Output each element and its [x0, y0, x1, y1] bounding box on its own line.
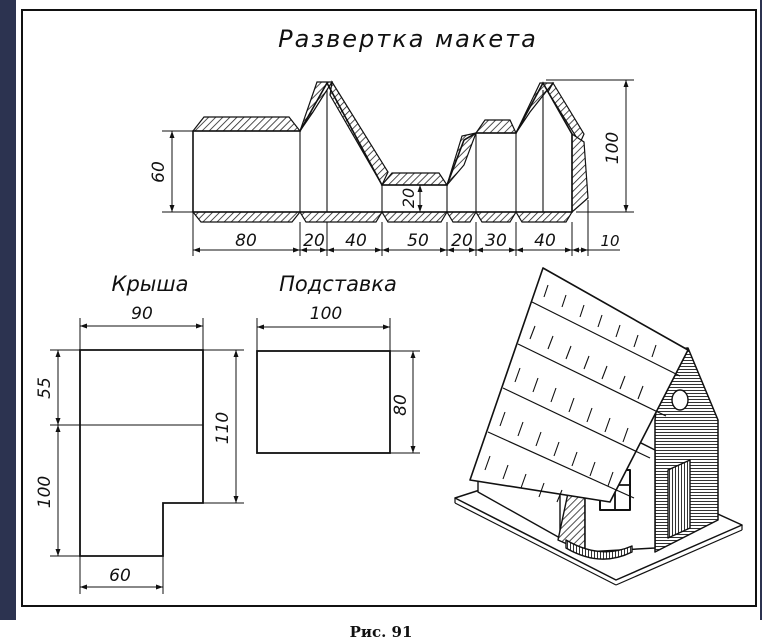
house-illustration	[454, 267, 743, 586]
flap-bottom-1	[191, 211, 302, 223]
net-title: Развертка макета	[278, 25, 538, 53]
figure-caption: Рис. 91	[350, 623, 413, 641]
dim-roof-110-text: 110	[213, 412, 233, 444]
house-net: 60 100 20	[149, 79, 634, 256]
roof-part: Крыша 90 55 100 110	[35, 272, 244, 594]
flap-bottom-5	[474, 211, 518, 223]
flap-top-3	[380, 172, 449, 186]
gable-round-window	[671, 389, 689, 411]
dim-80: 80	[235, 231, 257, 251]
dim-roof-60-text: 60	[109, 566, 131, 586]
roof-shingle-marks	[484, 284, 657, 503]
house-roof	[469, 267, 689, 503]
porch-steps	[565, 539, 633, 560]
dim-40b: 40	[534, 231, 556, 251]
svg-text:100: 100	[603, 132, 623, 164]
caption-strip	[0, 620, 762, 644]
flap-bottom-3	[380, 211, 449, 223]
net-bottom-dimensions: 80 20 40 50 20 30 40 10	[192, 200, 620, 256]
dim-roof-left	[50, 349, 80, 557]
dim-100: 100	[546, 79, 634, 213]
stand-label: Подставка	[279, 272, 397, 296]
net-glue-flaps	[191, 80, 589, 223]
dim-roof-90-text: 90	[131, 304, 153, 324]
house-door	[667, 459, 691, 539]
svg-text:60: 60	[149, 161, 169, 183]
dim-10: 10	[600, 232, 619, 250]
svg-text:20: 20	[399, 188, 418, 208]
dim-stand-80-text: 80	[391, 394, 411, 416]
dim-stand-100	[256, 318, 391, 351]
flap-bottom-6	[514, 211, 574, 223]
dim-stand-80	[390, 350, 420, 454]
dim-50: 50	[407, 231, 429, 251]
stand-part: Подставка 100 80	[256, 272, 420, 454]
dim-60: 60	[149, 130, 193, 213]
dim-roof-55: 55	[35, 377, 55, 399]
dim-roof-100: 100	[35, 476, 55, 508]
dim-roof-60	[79, 556, 164, 594]
roof-label: Крыша	[112, 272, 189, 296]
dim-roof-90	[79, 318, 204, 350]
net-fold-lines	[299, 90, 544, 212]
dim-20a: 20	[303, 231, 325, 251]
roof-shingle-rows	[487, 301, 681, 499]
dim-40a: 40	[345, 231, 367, 251]
dim-roof-110	[203, 349, 244, 504]
dim-stand-100-text: 100	[310, 304, 342, 324]
stand-outline	[256, 350, 391, 454]
dim-20-inner: 20	[399, 185, 423, 212]
flap-top-1	[191, 116, 302, 132]
dim-30: 30	[485, 231, 507, 251]
dim-20b: 20	[451, 231, 473, 251]
flap-bottom-2	[298, 211, 384, 223]
